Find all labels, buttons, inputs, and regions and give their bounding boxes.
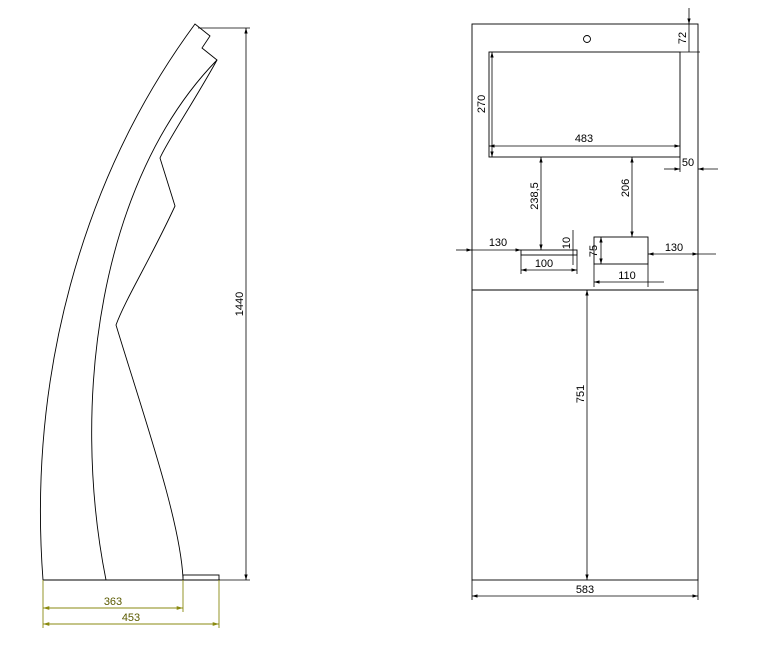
side-view: 1440 363 453 (40, 23, 250, 628)
dim-top-offset-label: 72 (677, 32, 689, 44)
side-outer-profile (40, 23, 218, 581)
dim-right-box-width-label: 110 (618, 270, 636, 282)
dim-front-width-label: 583 (576, 584, 594, 596)
front-view: 72 270 483 50 238,5 206 130 10 100 75 (456, 8, 718, 600)
dim-right-box-height-label: 75 (588, 245, 600, 257)
side-foot-block (182, 574, 220, 581)
side-inner-curve (91, 59, 218, 581)
screen-cutout (488, 51, 681, 158)
dim-left-box-margin-label: 130 (489, 237, 507, 249)
dim-gap-left-label: 238,5 (529, 182, 541, 210)
dim-screen-right-label: 50 (682, 157, 694, 169)
front-outline (471, 23, 699, 581)
dim-gap-right-label: 206 (620, 179, 632, 197)
dim-lower-height-label: 751 (575, 385, 587, 403)
dim-side-height-label: 1440 (234, 292, 246, 316)
dim-screen-height-label: 270 (476, 95, 488, 113)
dim-side-inner-width-label: 363 (104, 596, 122, 608)
dim-right-box-margin-label: 130 (665, 242, 683, 254)
small-slot (520, 249, 578, 256)
dim-screen-width-label: 483 (575, 133, 593, 145)
dim-left-box-height-label: 10 (561, 237, 573, 249)
dim-left-box-width-label: 100 (535, 258, 553, 270)
port-box (593, 236, 649, 265)
dim-side-outer-width-label: 453 (122, 612, 140, 624)
mounting-hole (583, 35, 591, 43)
